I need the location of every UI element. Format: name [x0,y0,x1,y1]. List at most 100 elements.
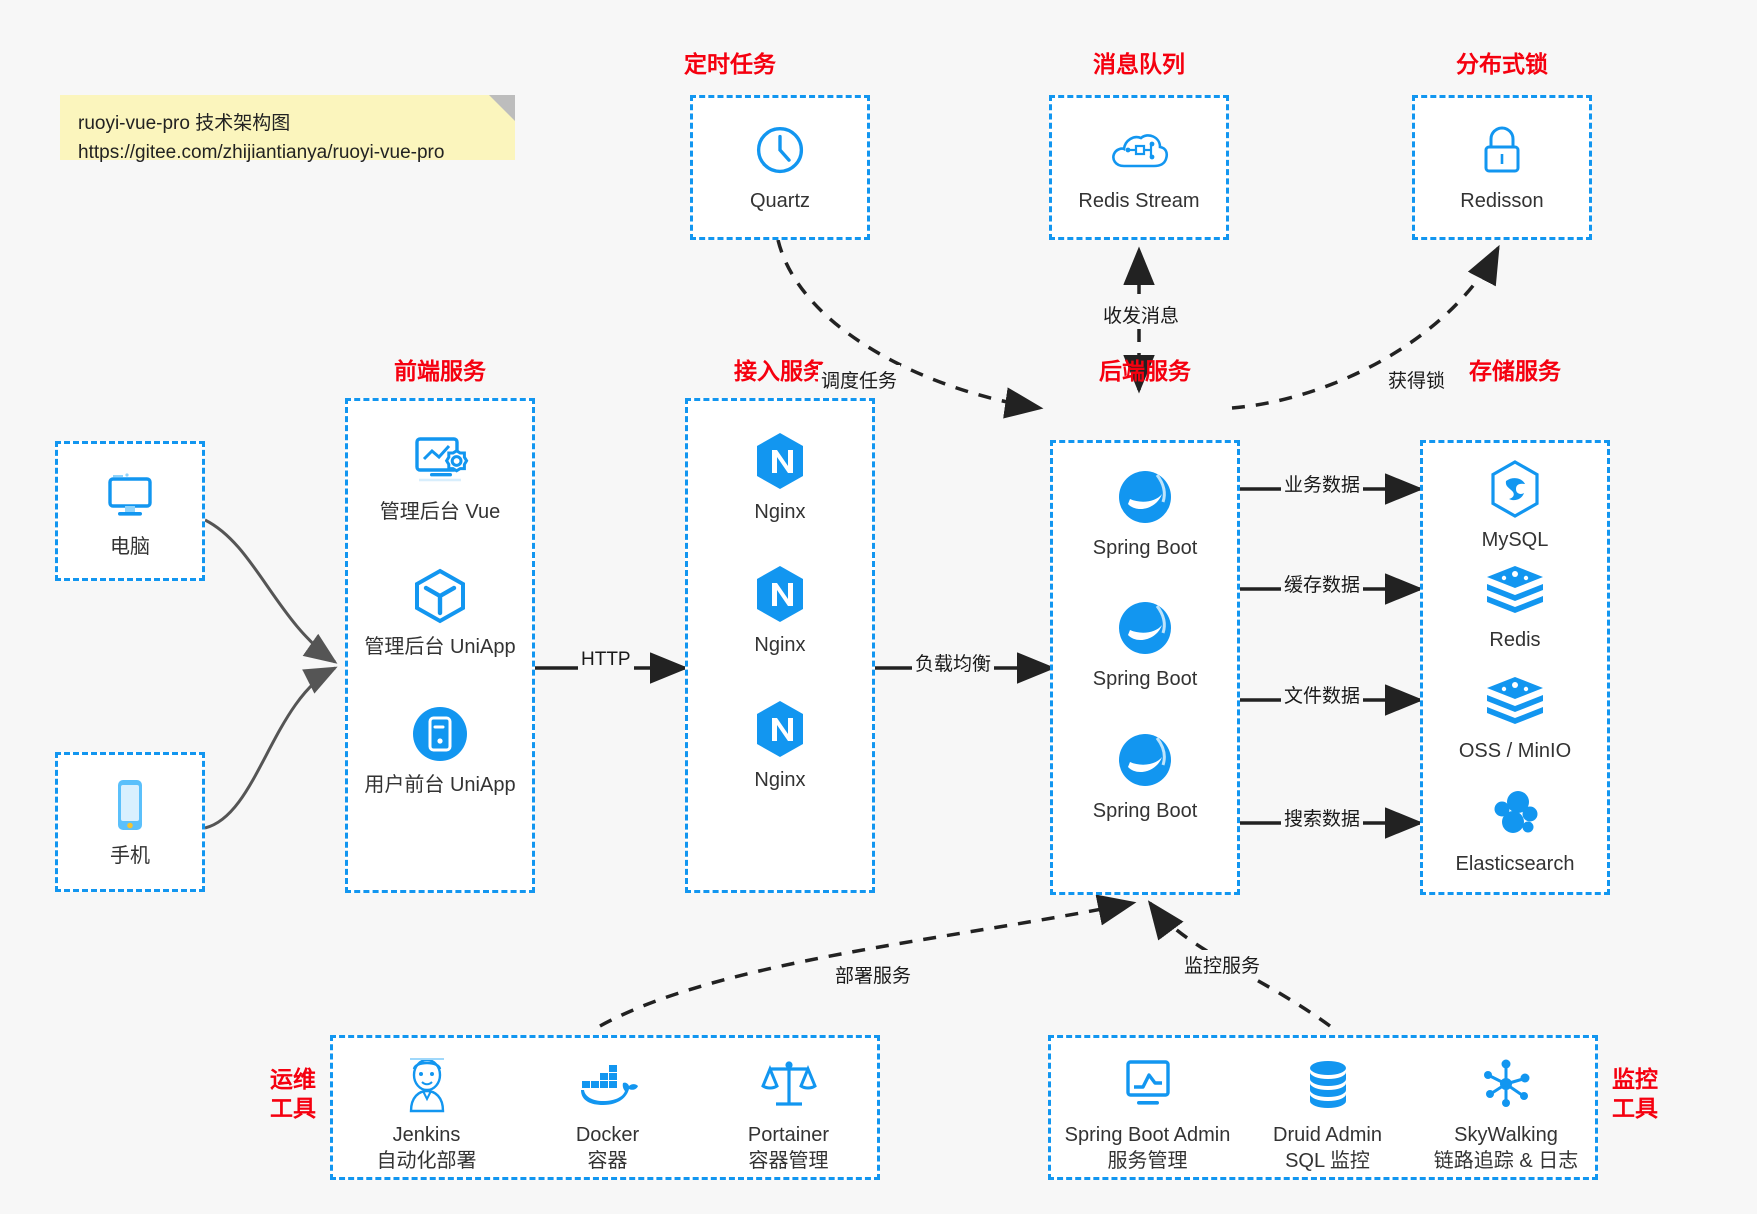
lock-icon [1415,120,1589,180]
clock-icon [693,120,867,180]
cloud-stream-icon [1052,120,1226,180]
group-frontend[interactable]: 管理后台 Vue 管理后台 UniApp 用户前台 UniApp [345,398,535,893]
node-desktop[interactable]: 电脑 [58,466,202,560]
node-label: 手机 [110,845,150,867]
node-label: Spring Boot [1092,537,1198,559]
node-redisson[interactable]: Redisson [1415,120,1589,214]
node-label: 管理后台 Vue [379,501,501,523]
node-label: Nginx [754,769,806,791]
group-client-desktop[interactable]: 电脑 [55,441,205,581]
node-sublabel: 自动化部署 [376,1150,477,1172]
node-spring-boot-3[interactable]: Spring Boot [1053,730,1237,824]
spring-boot-icon [1053,467,1237,527]
phone-icon [58,775,202,835]
node-label: Jenkins [392,1124,461,1146]
group-title-devops: 运维 工具 [258,1065,328,1124]
vue-admin-icon [348,431,532,491]
nginx-icon [688,431,872,491]
node-nginx-3[interactable]: Nginx [688,699,872,793]
spring-boot-icon [1053,598,1237,658]
node-label: 管理后台 UniApp [364,636,516,658]
nginx-icon [688,564,872,624]
group-gateway[interactable]: Nginx Nginx Nginx [685,398,875,893]
group-monitoring[interactable]: Spring Boot Admin 服务管理 Druid Admin SQL 监… [1048,1035,1598,1180]
node-label: Redis [1489,629,1541,651]
edge-label-deploy-service: 部署服务 [832,960,915,989]
edge-label-send-receive: 收发消息 [1100,300,1183,329]
node-admin-vue[interactable]: 管理后台 Vue [348,431,532,525]
node-sublabel: 服务管理 [1107,1150,1188,1172]
edge-label-search-data: 搜索数据 [1281,803,1364,832]
note-url: https://gitee.com/zhijiantianya/ruoyi-vu… [78,142,445,164]
elasticsearch-icon [1423,783,1607,843]
node-user-uniapp[interactable]: 用户前台 UniApp [348,704,532,798]
node-mysql[interactable]: MySQL [1423,459,1607,553]
portainer-icon [701,1054,876,1114]
node-skywalking[interactable]: SkyWalking 链路追踪 & 日志 [1415,1054,1597,1175]
group-scheduler[interactable]: Quartz [690,95,870,240]
edge-label-business-data: 业务数据 [1281,469,1364,498]
skywalking-icon [1415,1054,1597,1114]
node-admin-uniapp[interactable]: 管理后台 UniApp [348,566,532,660]
node-label: Druid Admin [1273,1124,1382,1146]
node-nginx-2[interactable]: Nginx [688,564,872,658]
node-redis[interactable]: Redis [1423,559,1607,653]
group-title-storage: 存储服务 [1469,358,1561,384]
node-label: Docker [575,1124,640,1146]
node-sublabel: SQL 监控 [1285,1150,1370,1172]
node-label: Spring Boot [1092,800,1198,822]
node-spring-boot-admin[interactable]: Spring Boot Admin 服务管理 [1055,1054,1240,1175]
edge-label-cache-data: 缓存数据 [1281,569,1364,598]
mysql-icon [1423,459,1607,519]
group-storage[interactable]: MySQL Redis OSS [1420,440,1610,895]
desktop-icon [58,466,202,526]
note-fold-corner [489,95,515,121]
group-title-monitoring-line2: 工具 [1612,1095,1658,1122]
node-oss-minio[interactable]: OSS / MinIO [1423,670,1607,764]
node-spring-boot-2[interactable]: Spring Boot [1053,598,1237,692]
node-druid-admin[interactable]: Druid Admin SQL 监控 [1240,1054,1415,1175]
edge-label-load-balance: 负载均衡 [912,648,995,677]
oss-icon [1423,670,1607,730]
group-backend[interactable]: Spring Boot Spring Boot Spring Boot [1050,440,1240,895]
group-title-gateway: 接入服务 [734,358,826,384]
wire-quartz-to-backend [776,239,1044,419]
edge-label-acquire-lock: 获得锁 [1385,365,1449,394]
group-title-scheduler: 定时任务 [684,51,776,77]
node-phone[interactable]: 手机 [58,775,202,869]
group-mq[interactable]: Redis Stream [1049,95,1229,240]
node-label: 用户前台 UniApp [364,774,516,796]
node-spring-boot-1[interactable]: Spring Boot [1053,467,1237,561]
node-jenkins[interactable]: Jenkins 自动化部署 [339,1054,514,1175]
node-quartz[interactable]: Quartz [693,120,867,214]
group-title-mq: 消息队列 [1093,51,1185,77]
node-label: Spring Boot [1092,668,1198,690]
node-redis-stream[interactable]: Redis Stream [1052,120,1226,214]
wire-desktop-to-frontend [204,518,338,664]
group-devops[interactable]: Jenkins 自动化部署 Docker 容器 [330,1035,880,1180]
node-sublabel: 容器 [587,1150,628,1172]
node-label: Nginx [754,501,806,523]
group-title-frontend: 前端服务 [394,358,486,384]
group-title-devops-line1: 运维 [270,1066,316,1092]
group-title-monitoring-line1: 监控 [1612,1066,1658,1092]
group-lock[interactable]: Redisson [1412,95,1592,240]
group-title-backend: 后端服务 [1099,358,1191,384]
node-elasticsearch[interactable]: Elasticsearch [1423,783,1607,877]
group-client-phone[interactable]: 手机 [55,752,205,892]
group-title-monitoring: 监控 工具 [1612,1065,1692,1124]
node-label: Nginx [754,634,806,656]
node-label: Elasticsearch [1455,853,1575,875]
node-label: 电脑 [110,536,150,558]
node-portainer[interactable]: Portainer 容器管理 [701,1054,876,1175]
diagram-note: ruoyi-vue-pro 技术架构图 https://gitee.com/zh… [60,95,515,163]
jenkins-icon [339,1054,514,1114]
node-nginx-1[interactable]: Nginx [688,431,872,525]
node-docker[interactable]: Docker 容器 [520,1054,695,1175]
nginx-icon [688,699,872,759]
edge-label-http: HTTP [578,648,634,672]
uniapp-cube-icon [348,566,532,626]
mobile-app-icon [348,704,532,764]
node-label: OSS / MinIO [1458,740,1572,762]
